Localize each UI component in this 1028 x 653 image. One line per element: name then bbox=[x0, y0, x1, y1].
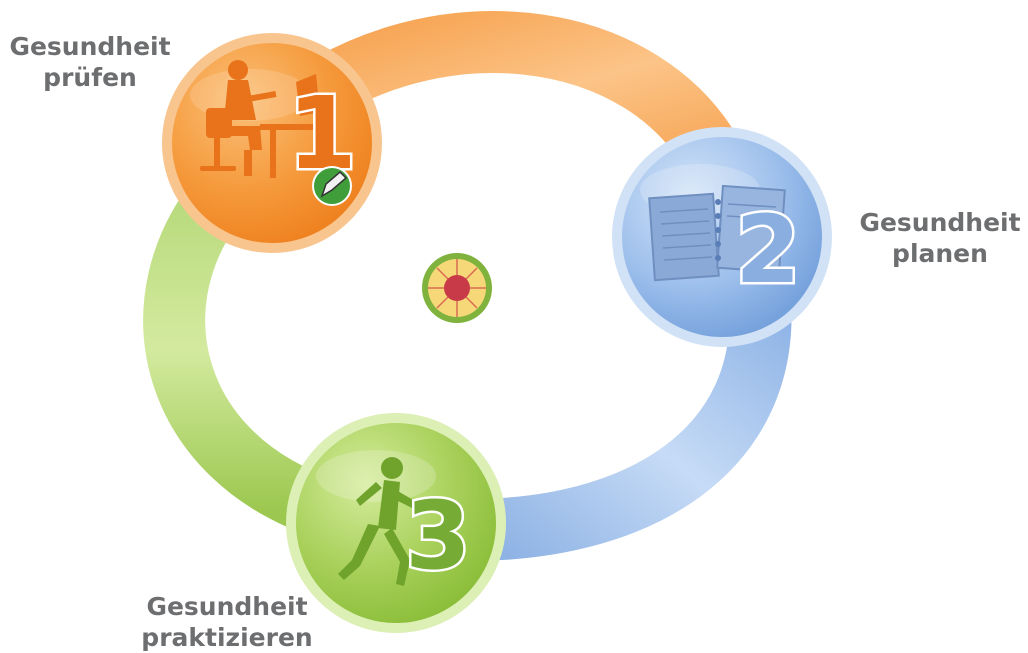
step-3-label: Gesundheit praktizieren bbox=[141, 592, 313, 652]
runner-icon bbox=[338, 457, 420, 586]
step-3-number: 3 bbox=[405, 482, 470, 591]
person-at-desk-icon bbox=[200, 60, 322, 178]
step-2-label: Gesundheit planen bbox=[859, 208, 1021, 268]
step-1-node: 1 bbox=[162, 33, 382, 253]
step-1-label: Gesundheit prüfen bbox=[9, 32, 171, 92]
step-3-node: 3 bbox=[286, 413, 506, 633]
arc-green bbox=[143, 159, 361, 541]
health-wheel-icon bbox=[422, 253, 492, 323]
arc-blue bbox=[439, 269, 792, 561]
step-2-node: 2 bbox=[612, 127, 832, 347]
pencil-icon[interactable] bbox=[312, 166, 352, 206]
notebook-icon bbox=[648, 184, 786, 282]
step-2-number: 2 bbox=[735, 196, 800, 305]
